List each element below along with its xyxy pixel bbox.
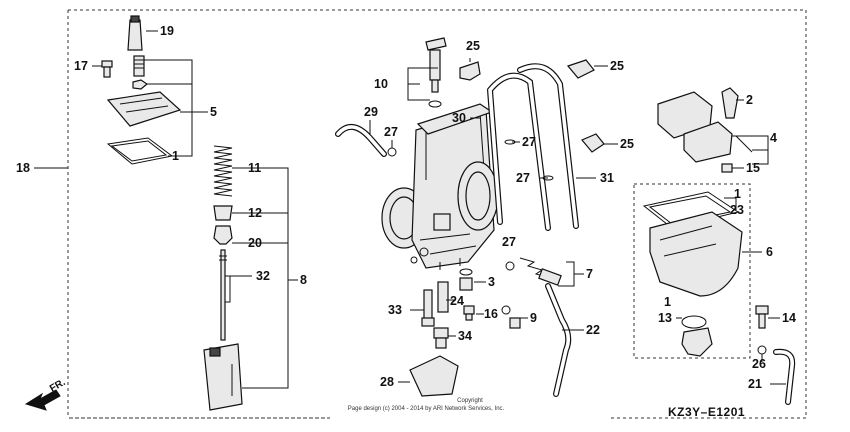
part-25-clamp-mid — [581, 133, 605, 153]
callout-15: 15 — [746, 161, 760, 175]
callout-28: 28 — [380, 375, 394, 389]
callout-13: 13 — [658, 311, 672, 325]
float-chamber-box — [633, 183, 751, 359]
part-10-screw — [425, 37, 447, 108]
callout-25-top: 25 — [466, 39, 480, 53]
copyright-line-2: Page design (c) 2004 - 2014 by ARI Netwo… — [348, 406, 505, 412]
callout-1-right-top: 1 — [734, 187, 741, 201]
callout-11: 11 — [248, 161, 261, 175]
part-25-clamp-right — [566, 59, 595, 79]
callout-3: 3 — [488, 275, 495, 289]
part-25-clamp-top — [459, 61, 481, 81]
callout-33: 33 — [388, 303, 402, 317]
part-14-bolt — [755, 305, 769, 329]
part-26-clip — [757, 345, 767, 355]
part-1-gasket — [106, 137, 174, 165]
part-throttle-valve — [203, 343, 243, 411]
part-34-jet — [433, 327, 449, 349]
part-24-jet — [437, 281, 449, 313]
callout-14: 14 — [782, 311, 796, 325]
callout-10: 10 — [374, 77, 388, 91]
leader-lines — [34, 30, 786, 389]
callout-9: 9 — [530, 311, 537, 325]
callout-19: 19 — [160, 24, 174, 38]
part-28-bracket — [409, 355, 459, 397]
callout-2: 2 — [746, 93, 753, 107]
part-drain-plug — [681, 327, 713, 357]
part-9-screw — [501, 305, 521, 329]
part-32-needle — [220, 249, 226, 341]
part-adjuster — [133, 55, 145, 77]
callout-18: 18 — [16, 161, 30, 175]
part-15-screw — [721, 163, 733, 173]
carburetor-body — [381, 103, 499, 270]
callout-34: 34 — [458, 329, 472, 343]
part-7-plunger — [519, 257, 562, 286]
callouts: 18 19 17 5 1 11 12 20 32 8 10 25 25 25 2… — [16, 24, 796, 391]
direction-label: FR. — [48, 377, 68, 395]
callout-27-d: 27 — [502, 235, 516, 249]
callout-26: 26 — [752, 357, 766, 371]
part-33-jet — [421, 289, 435, 327]
outer-frame — [68, 9, 807, 419]
callout-6: 6 — [766, 245, 773, 259]
callout-23: 23 — [730, 203, 744, 217]
callout-1-right-bottom: 1 — [664, 295, 671, 309]
diagram-code: KZ3Y–E1201 — [668, 405, 745, 419]
direction-arrow-icon — [24, 389, 61, 411]
part-27-clip-d — [505, 261, 515, 271]
callout-5: 5 — [210, 105, 217, 119]
callout-25-mid: 25 — [620, 137, 634, 151]
part-2-float-valve — [721, 87, 739, 119]
callout-24: 24 — [450, 294, 464, 308]
part-12-retainer — [213, 205, 233, 221]
callout-29: 29 — [364, 105, 378, 119]
part-16-screw — [463, 305, 475, 321]
part-11-spring — [213, 145, 233, 197]
part-4-float — [657, 91, 753, 163]
callout-12: 12 — [248, 206, 262, 220]
callout-22: 22 — [586, 323, 600, 337]
callout-1-left: 1 — [172, 149, 179, 163]
part-6-float-chamber — [649, 211, 743, 297]
part-20-holder — [213, 225, 233, 245]
part-17-screw — [101, 60, 113, 78]
callout-31: 31 — [600, 171, 614, 185]
part-13-oring — [681, 315, 707, 329]
callout-8: 8 — [300, 273, 307, 287]
callout-32: 32 — [256, 269, 270, 283]
callout-7: 7 — [586, 267, 593, 281]
callout-27-a: 27 — [384, 125, 398, 139]
callout-30: 30 — [452, 111, 466, 125]
part-23-gasket — [642, 191, 740, 229]
callout-4: 4 — [770, 131, 777, 145]
callout-17: 17 — [74, 59, 88, 73]
callout-27-c: 27 — [516, 171, 530, 185]
callout-25-right: 25 — [610, 59, 624, 73]
callout-20: 20 — [248, 236, 262, 250]
part-3-jet — [459, 268, 473, 291]
callout-21: 21 — [748, 377, 762, 391]
callout-27-b: 27 — [522, 135, 536, 149]
callout-16: 16 — [484, 307, 498, 321]
part-27-clip-a — [387, 147, 397, 157]
part-nut — [132, 79, 149, 90]
part-19-cap — [127, 15, 143, 51]
copyright-line-1: Copyright — [457, 398, 483, 404]
